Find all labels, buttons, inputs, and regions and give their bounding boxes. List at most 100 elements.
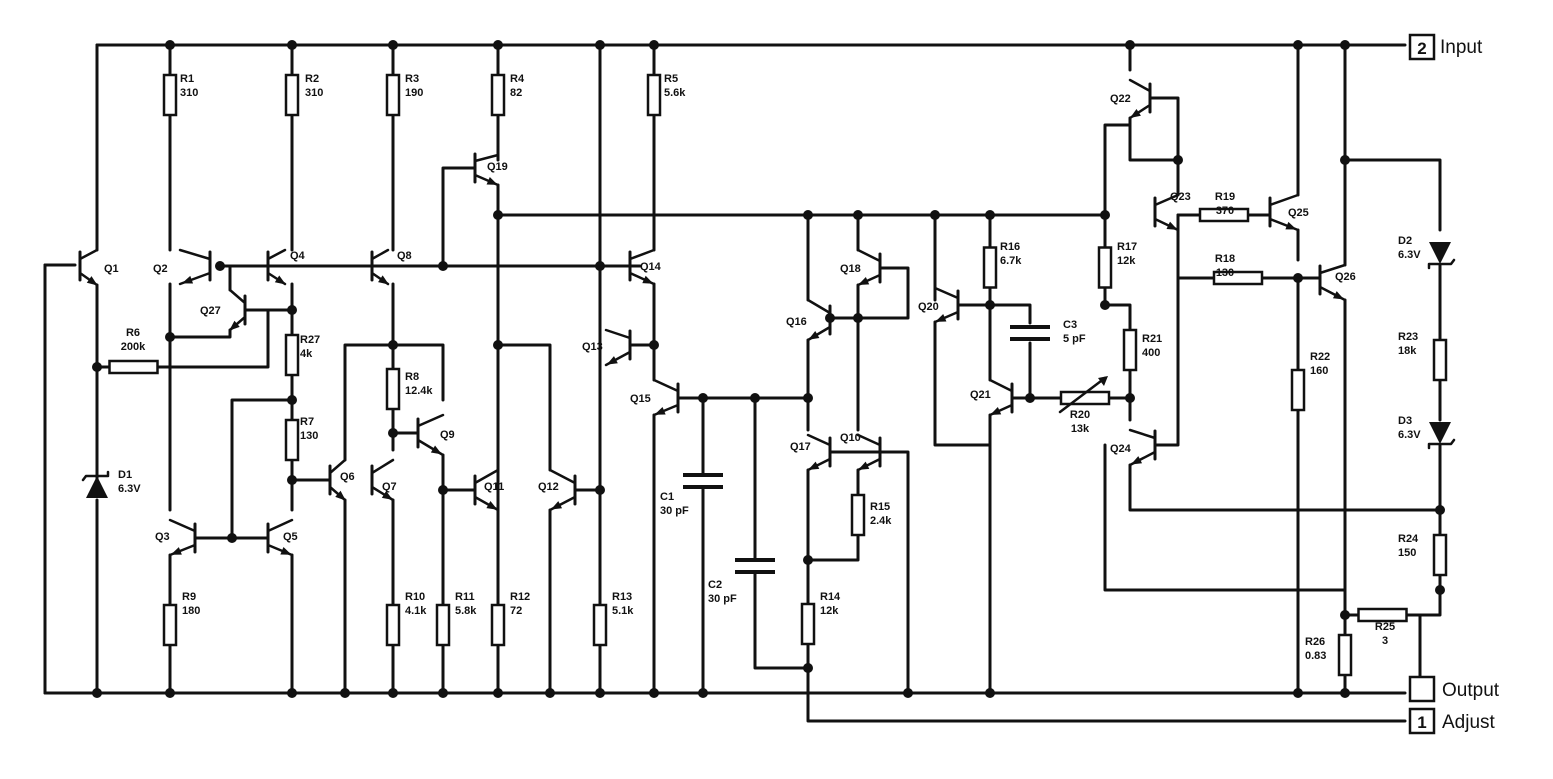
transistor-label: Q6 [340,471,355,483]
junction-dot [1340,610,1350,620]
component-value: 130 [1216,267,1234,279]
component-value: 130 [300,430,318,442]
wire [1103,123,1132,217]
junction-dot [1340,40,1350,50]
junction-dot [1125,40,1135,50]
junction-dot [1435,505,1445,515]
junction-dot [649,688,659,698]
junction-dot [388,340,398,350]
transistor-label: Q8 [397,250,412,262]
component-value: 13k [1071,423,1090,435]
transistor-q7: Q7 [370,458,397,502]
component-id: D3 [1398,415,1412,427]
junction-dot [1173,155,1183,165]
wire [806,666,1407,723]
component-value: 5 pF [1063,333,1086,345]
component-value: 5.6k [664,87,686,99]
junction-dot [287,395,297,405]
transistor-q16: Q16 [786,298,832,342]
wire [230,398,294,540]
component-id: R8 [405,371,419,383]
transistor-label: Q4 [290,250,306,262]
junction-dot [438,688,448,698]
transistor-q24: Q24 [1110,428,1157,467]
component-id: C2 [708,579,722,591]
transistor-label: Q7 [382,481,397,493]
component-value: 5.8k [455,605,477,617]
wire [1343,158,1442,232]
junction-dot [853,313,863,323]
transistor-label: Q13 [582,341,603,353]
transistor-label: Q14 [640,261,662,273]
junction-dot [649,340,659,350]
transistor-q9: Q9 [416,413,455,457]
junction-dot [595,40,605,50]
terminals: 2 Input Output 1 Adjust [1408,33,1500,735]
component-id: D1 [118,469,132,481]
component-value: 160 [1310,365,1328,377]
transistor-q8: Q8 [370,248,412,286]
component-value: 150 [1398,547,1416,559]
junction-dot [165,332,175,342]
transistor-q12: Q12 [538,468,577,512]
wire [933,320,992,447]
wire [988,303,1032,325]
wire [878,450,910,695]
component-id: R6 [126,327,140,339]
junction-dot [340,688,350,698]
transistor-label: Q24 [1110,443,1132,455]
adjust-terminal[interactable]: 1 Adjust [1408,707,1496,735]
junction-dot [545,688,555,698]
wire [1148,96,1180,162]
component-id: R16 [1000,241,1020,253]
component-value: 2.4k [870,515,892,527]
transistor-q1: Q1 [78,248,119,287]
component-id: R15 [870,501,890,513]
component-id: C3 [1063,319,1077,331]
component-value: 0.83 [1305,650,1326,662]
component-id: R1 [180,73,194,85]
transistor-label: Q1 [104,263,119,275]
junction-dot [92,362,102,372]
junction-dot [388,688,398,698]
transistor-q2: Q2 [153,248,212,286]
wiring [43,43,1442,723]
components: Q1D16.3VR6200kR1310R2310R3190R482R55.6kQ… [78,43,1456,682]
transistor-q10: Q10 [840,432,882,472]
zener-d1: D16.3V [81,469,141,498]
wire [828,283,860,320]
junction-dot [903,688,913,698]
transistor-q21: Q21 [970,378,1014,417]
input-terminal[interactable]: 2 Input [1408,33,1483,61]
component-id: R14 [820,591,841,603]
transistor-q27: Q27 [200,288,247,332]
component-id: R13 [612,591,632,603]
component-id: R9 [182,591,196,603]
junction-dot [287,40,297,50]
wire [753,570,810,670]
component-id: R27 [300,334,320,346]
wire [1103,303,1132,322]
component-id: R11 [455,591,475,603]
input-terminal-number: 2 [1417,39,1426,58]
wire [806,538,860,562]
transistor-label: Q19 [487,161,508,173]
junction-dot [853,210,863,220]
wire [168,308,270,369]
output-terminal[interactable]: Output [1408,675,1500,703]
component-id: R20 [1070,409,1090,421]
junction-dot [1100,210,1110,220]
component-value: 12k [820,605,839,617]
